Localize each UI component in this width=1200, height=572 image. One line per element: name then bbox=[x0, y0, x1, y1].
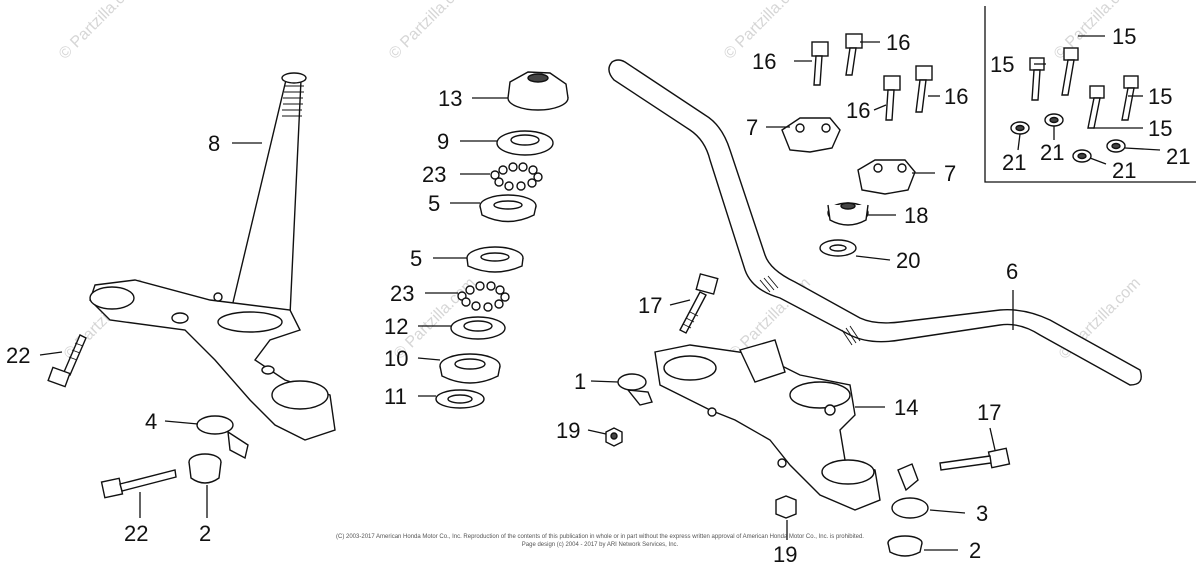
bolt-16-b bbox=[845, 33, 863, 76]
callout-12: 12 bbox=[384, 314, 408, 339]
callout-15-a: 15 bbox=[990, 52, 1014, 77]
inset-frame bbox=[984, 6, 1196, 183]
nut-19-left bbox=[605, 427, 623, 447]
watermark-2: © Partzilla.com bbox=[386, 0, 474, 63]
bolt-15-c bbox=[1087, 85, 1105, 129]
callout-16-d: 16 bbox=[944, 84, 968, 109]
callout-23-top: 23 bbox=[422, 162, 446, 187]
callout-2-left: 2 bbox=[199, 521, 211, 546]
callout-10: 10 bbox=[384, 346, 408, 371]
callout-16-a: 16 bbox=[752, 49, 776, 74]
callout-15-c: 15 bbox=[1148, 84, 1172, 109]
callout-4: 4 bbox=[145, 409, 157, 434]
callout-3: 3 bbox=[976, 501, 988, 526]
callout-7-top: 7 bbox=[746, 115, 758, 140]
bolt-17-upper bbox=[679, 273, 719, 334]
copyright-line-1: (C) 2003-2017 American Honda Motor Co., … bbox=[336, 534, 864, 540]
callout-14: 14 bbox=[894, 395, 918, 420]
callout-16-c: 16 bbox=[846, 98, 870, 123]
callout-7-bottom: 7 bbox=[944, 161, 956, 186]
callout-5-bottom: 5 bbox=[410, 246, 422, 271]
cable-clamp-4 bbox=[196, 415, 249, 460]
bolt-16-d bbox=[915, 65, 933, 113]
washers-21 bbox=[1010, 113, 1126, 163]
holder-7-bottom bbox=[857, 159, 916, 195]
washer-20 bbox=[819, 239, 857, 257]
leader-lines bbox=[39, 35, 1161, 551]
bolt-22-bottom bbox=[100, 469, 177, 499]
grommet-2-left bbox=[188, 453, 222, 484]
watermark-1: © Partzilla.com bbox=[56, 0, 144, 63]
callout-21-c: 21 bbox=[1112, 158, 1136, 183]
callout-22-left: 22 bbox=[6, 343, 30, 368]
copyright-line-2: Page design (c) 2004 - 2017 by ARI Netwo… bbox=[522, 542, 679, 548]
callout-23-bottom: 23 bbox=[390, 281, 414, 306]
callout-18: 18 bbox=[904, 203, 928, 228]
callouts: 8 22 4 22 2 13 9 23 5 5 23 12 10 11 1 17… bbox=[6, 24, 1190, 567]
handlebar-6 bbox=[608, 59, 1142, 386]
callout-19-left: 19 bbox=[556, 418, 580, 443]
bolt-15-a bbox=[1029, 57, 1045, 101]
callout-8: 8 bbox=[208, 131, 220, 156]
upper-triple-clamp-14 bbox=[654, 339, 881, 511]
bolt-22-left bbox=[47, 334, 87, 388]
washer-21-a bbox=[1010, 121, 1030, 135]
callout-17-right: 17 bbox=[977, 400, 1001, 425]
rubber-1 bbox=[617, 373, 653, 406]
callout-13: 13 bbox=[438, 86, 462, 111]
callout-9: 9 bbox=[437, 129, 449, 154]
callout-6: 6 bbox=[1006, 259, 1018, 284]
callout-15-d: 15 bbox=[1148, 116, 1172, 141]
steering-stem-assembly bbox=[89, 72, 336, 441]
nut-18 bbox=[827, 202, 869, 226]
grommet-2-right bbox=[887, 535, 923, 557]
washer-21-c bbox=[1072, 149, 1092, 163]
ball-ring-23-bottom bbox=[457, 281, 510, 312]
callout-19-bottom: 19 bbox=[773, 542, 797, 567]
callout-21-b: 21 bbox=[1040, 140, 1064, 165]
callout-1: 1 bbox=[574, 369, 586, 394]
callout-16-b: 16 bbox=[886, 30, 910, 55]
callout-20: 20 bbox=[896, 248, 920, 273]
washer-21-b bbox=[1044, 113, 1064, 127]
washer-21-d bbox=[1106, 139, 1126, 153]
copyright-notice: (C) 2003-2017 American Honda Motor Co., … bbox=[336, 534, 864, 548]
bolt-16-c bbox=[883, 75, 901, 121]
callout-17-upper: 17 bbox=[638, 293, 662, 318]
callout-21-a: 21 bbox=[1002, 150, 1026, 175]
callout-21-d: 21 bbox=[1166, 144, 1190, 169]
holder-7-top bbox=[781, 117, 841, 153]
callout-22-bottom: 22 bbox=[124, 521, 148, 546]
cable-clamp-3 bbox=[891, 463, 929, 519]
bolts-15 bbox=[1029, 47, 1139, 129]
bolt-17-right bbox=[939, 447, 1011, 471]
callout-15-b: 15 bbox=[1112, 24, 1136, 49]
callout-11: 11 bbox=[384, 384, 407, 409]
bolt-15-d bbox=[1121, 75, 1139, 121]
ball-ring-23-top bbox=[490, 162, 543, 191]
nut-19-bottom bbox=[775, 495, 797, 519]
bolt-15-b bbox=[1061, 47, 1079, 96]
callout-5-top: 5 bbox=[428, 191, 440, 216]
callout-2-right: 2 bbox=[969, 538, 981, 563]
bearing-stack bbox=[435, 71, 569, 409]
bolts-16 bbox=[811, 33, 933, 121]
bolt-16-a bbox=[811, 41, 829, 86]
